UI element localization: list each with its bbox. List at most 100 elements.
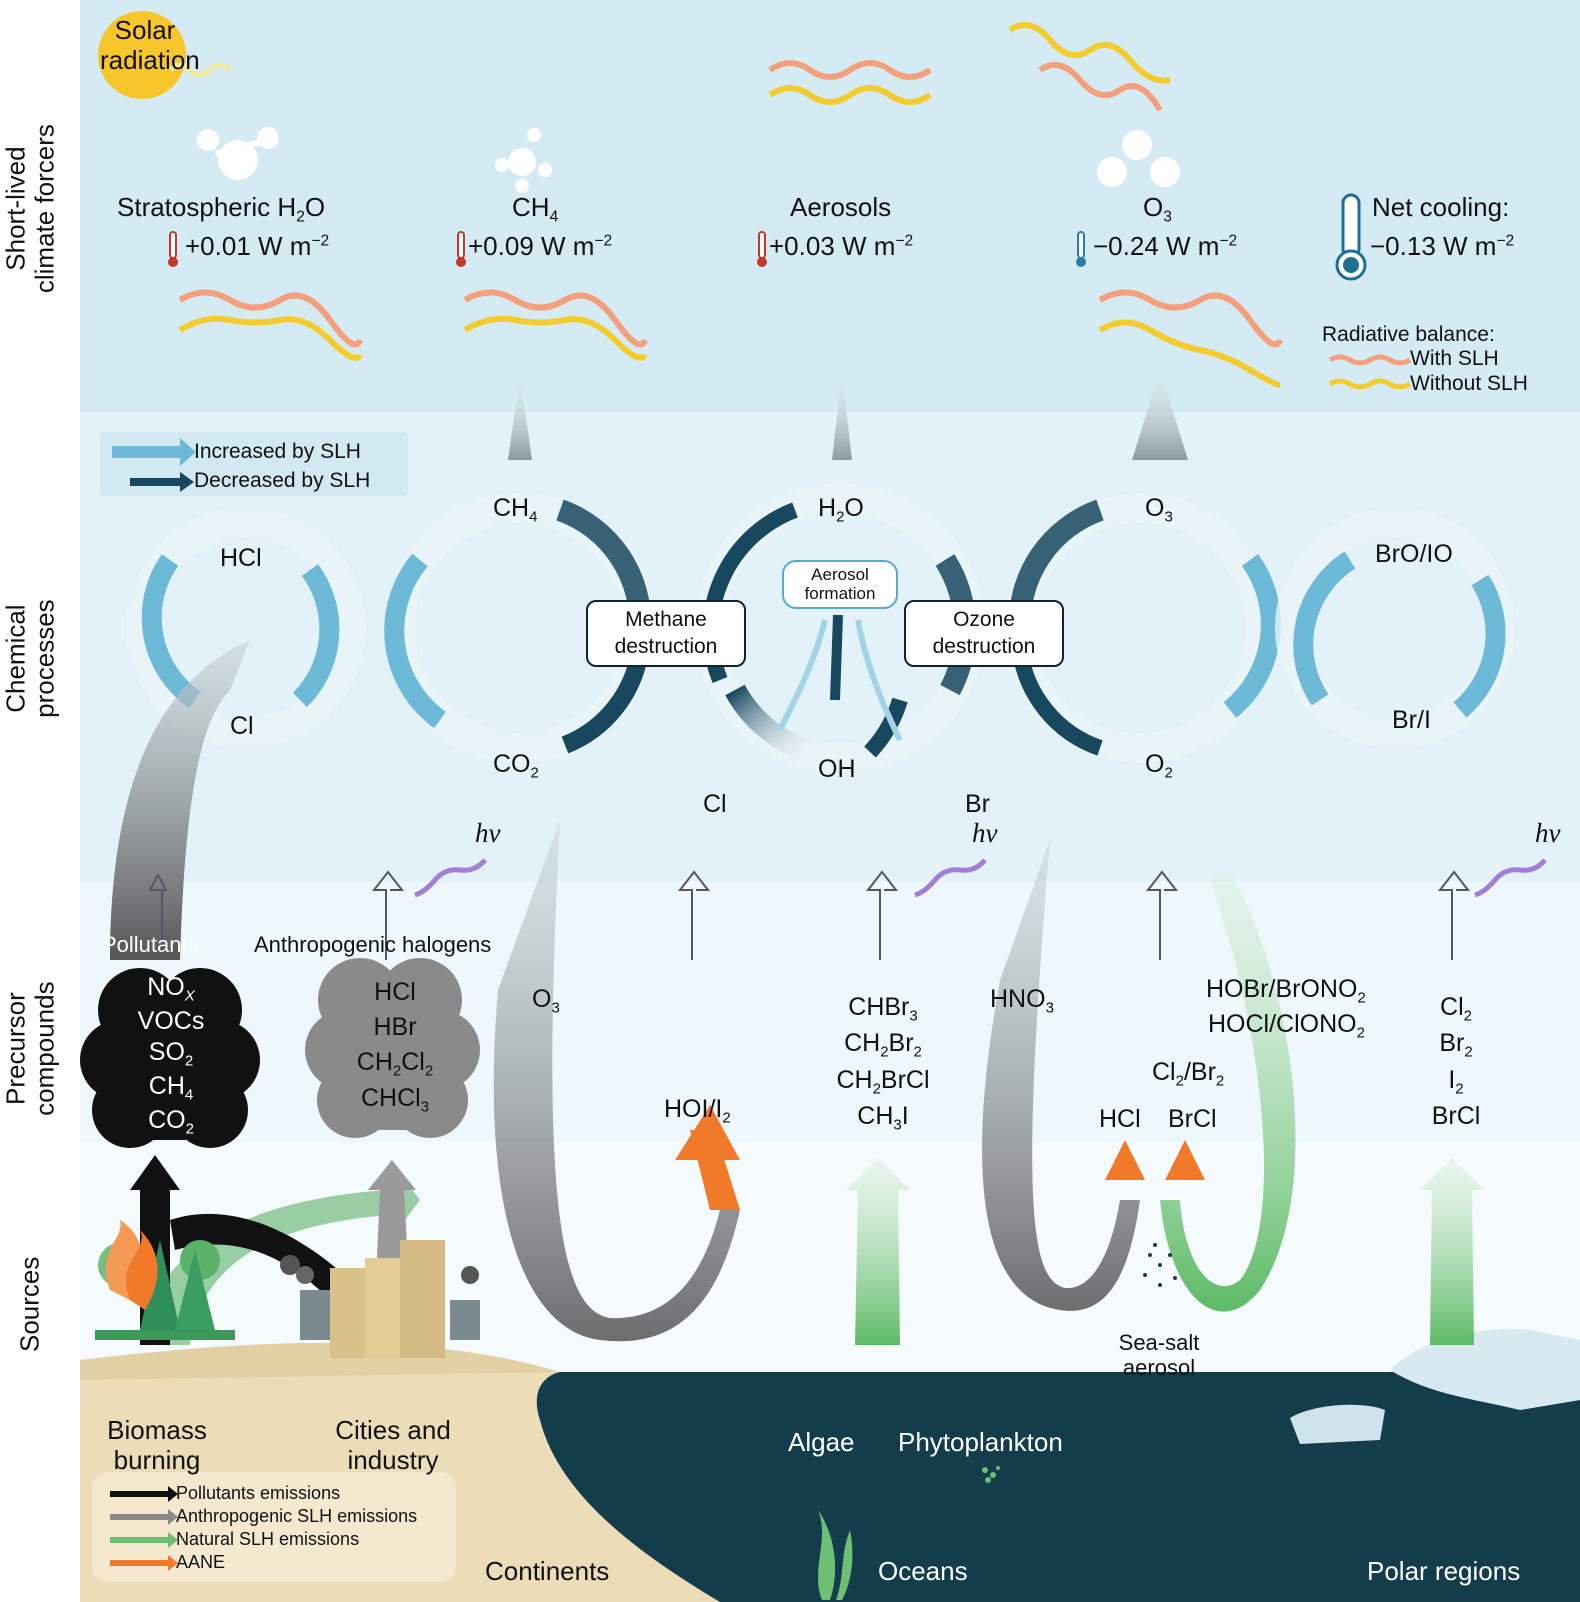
chem-co2: CO2 <box>493 750 539 782</box>
o3-up-arrow <box>1132 370 1188 460</box>
chem-cl-input: Cl <box>703 790 727 818</box>
phytoplankton-label: Phytoplankton <box>898 1427 1063 1457</box>
polar-halogens-list: Cl2 Br2 I2 BrCl <box>1431 993 1481 1130</box>
precursor-o3: O3 <box>532 985 560 1017</box>
o3-molecule-icon <box>1097 130 1180 187</box>
chem-cl: Cl <box>230 712 254 740</box>
thermometer-warm-icon <box>456 231 466 267</box>
ch4-molecule-icon <box>495 128 552 193</box>
forcer-h2o-label: Stratospheric H2O <box>117 192 326 226</box>
thermometer-warm-icon <box>168 231 178 267</box>
chem-bro-io: BrO/IO <box>1375 540 1453 568</box>
forcer-o3-label: O3 <box>1143 192 1172 226</box>
precursor-cl2-br2: Cl2/Br2 <box>1152 1058 1225 1090</box>
forcer-aerosols-label: Aerosols <box>790 192 892 222</box>
increase-arrow-swatch <box>112 438 196 466</box>
hcl-sea-salt-arrowhead <box>1105 1140 1145 1180</box>
forcer-aerosols-value: +0.03 W m−2 <box>769 231 914 261</box>
process-legend-increased: Increased by SLH <box>194 440 361 463</box>
algae-label: Algae <box>788 1427 855 1457</box>
anthropogenic-halogens-list: HCl HBr CH2Cl2 CHCl3 <box>356 978 434 1116</box>
legend-natural-emissions: Natural SLH emissions <box>176 1529 360 1549</box>
radiative-legend-title: Radiative balance: <box>1322 323 1495 346</box>
continents-label: Continents <box>485 1556 610 1586</box>
ozone-loop-arrow <box>493 820 740 1342</box>
h2o-radiative-waves <box>178 289 363 361</box>
chem-br-input: Br <box>965 790 990 818</box>
emission-legend-box <box>92 1472 456 1582</box>
net-cooling-value: −0.13 W m−2 <box>1370 231 1515 261</box>
aerosol-formation-arrows <box>777 614 903 742</box>
radiative-legend-with: With SLH <box>1410 347 1499 370</box>
thermometer-cool-icon <box>1076 231 1086 267</box>
chem-hcl: HCl <box>220 544 262 572</box>
radiative-legend-without: Without SLH <box>1410 372 1528 395</box>
o3-wave-without-top <box>1008 21 1171 84</box>
aerosol-up-arrow <box>832 372 852 460</box>
legend-anthropogenic-emissions: Anthropogenic SLH emissions <box>176 1506 418 1526</box>
pollutants-list: NOX VOCs SO2 CH4 CO2 <box>137 973 205 1138</box>
polar-regions-label: Polar regions <box>1367 1556 1521 1586</box>
net-cooling-label: Net cooling: <box>1372 192 1510 222</box>
precursor-hoi: HOI/I2 <box>664 1095 731 1127</box>
solar-wave <box>168 62 232 78</box>
legend-aane: AANE <box>176 1552 226 1572</box>
sun-icon <box>98 11 186 99</box>
o3-radiative-waves <box>1098 289 1283 388</box>
radiative-legend-swatches <box>1328 354 1412 390</box>
anthropogenic-halogens-cloud <box>305 958 480 1138</box>
algae-icon <box>818 1510 853 1600</box>
oceans-label: Oceans <box>878 1556 968 1586</box>
chem-ch4: CH4 <box>493 494 538 526</box>
precursor-hcl-sea-salt: HCl <box>1099 1105 1141 1133</box>
forcer-h2o-value: +0.01 W m−2 <box>185 231 330 261</box>
photolysis-up-arrows <box>148 870 1471 960</box>
bromocarbon-emission-arrow <box>846 1158 910 1345</box>
photon-label-2: hν <box>972 818 998 848</box>
ch4-radiative-waves <box>463 289 648 361</box>
thermometer-warm-icon <box>757 231 767 267</box>
brcl-sea-salt-arrowhead <box>1165 1140 1205 1180</box>
o3-wave-with-top <box>1038 61 1163 112</box>
pollutant-plume-arrow <box>110 640 250 960</box>
chem-o2: O2 <box>1145 750 1173 782</box>
city-buildings-icon <box>280 1240 480 1358</box>
precursor-hno3: HNO3 <box>990 985 1054 1017</box>
anthropogenic-halogens-label: Anthropogenic halogens <box>254 932 492 957</box>
chem-h2o: H2O <box>818 494 864 526</box>
polar-emission-arrow <box>1420 1158 1484 1345</box>
pollutants-label: Pollutants <box>102 932 199 957</box>
precursor-brcl-sea-salt: BrCl <box>1168 1105 1217 1133</box>
side-label-sources: Sources <box>14 1256 45 1352</box>
emission-legend-swatches <box>110 1486 178 1571</box>
precursor-hobr: HOBr/BrONO2 <box>1206 975 1366 1007</box>
bromine-iodine-cycle <box>1275 508 1515 748</box>
biomass-natural-arrow <box>140 1160 420 1345</box>
iceberg <box>1290 1404 1385 1444</box>
polar-ice-shelf <box>1390 1329 1580 1410</box>
decrease-arrow-swatch <box>130 472 194 492</box>
chem-br-i: Br/I <box>1392 706 1431 734</box>
chlorine-cycle <box>126 508 366 748</box>
pollutants-cloud <box>80 968 260 1148</box>
photon-label-1: hν <box>475 818 501 848</box>
hno3-loop-arrow <box>982 840 1140 1311</box>
forcer-o3-value: −0.24 W m−2 <box>1093 231 1238 261</box>
photon-label-3: hν <box>1535 818 1561 848</box>
precursor-hocl: HOCl/ClONO2 <box>1208 1010 1365 1042</box>
phytoplankton-icon <box>982 1466 1000 1483</box>
aerosol-wave-without <box>768 85 932 105</box>
bromocarbon-list: CHBr3 CH2Br2 CH2BrCl CH3I <box>836 993 930 1133</box>
hobr-loop-arrow <box>1160 870 1296 1312</box>
thermometer-large-cool-icon <box>1335 193 1367 281</box>
